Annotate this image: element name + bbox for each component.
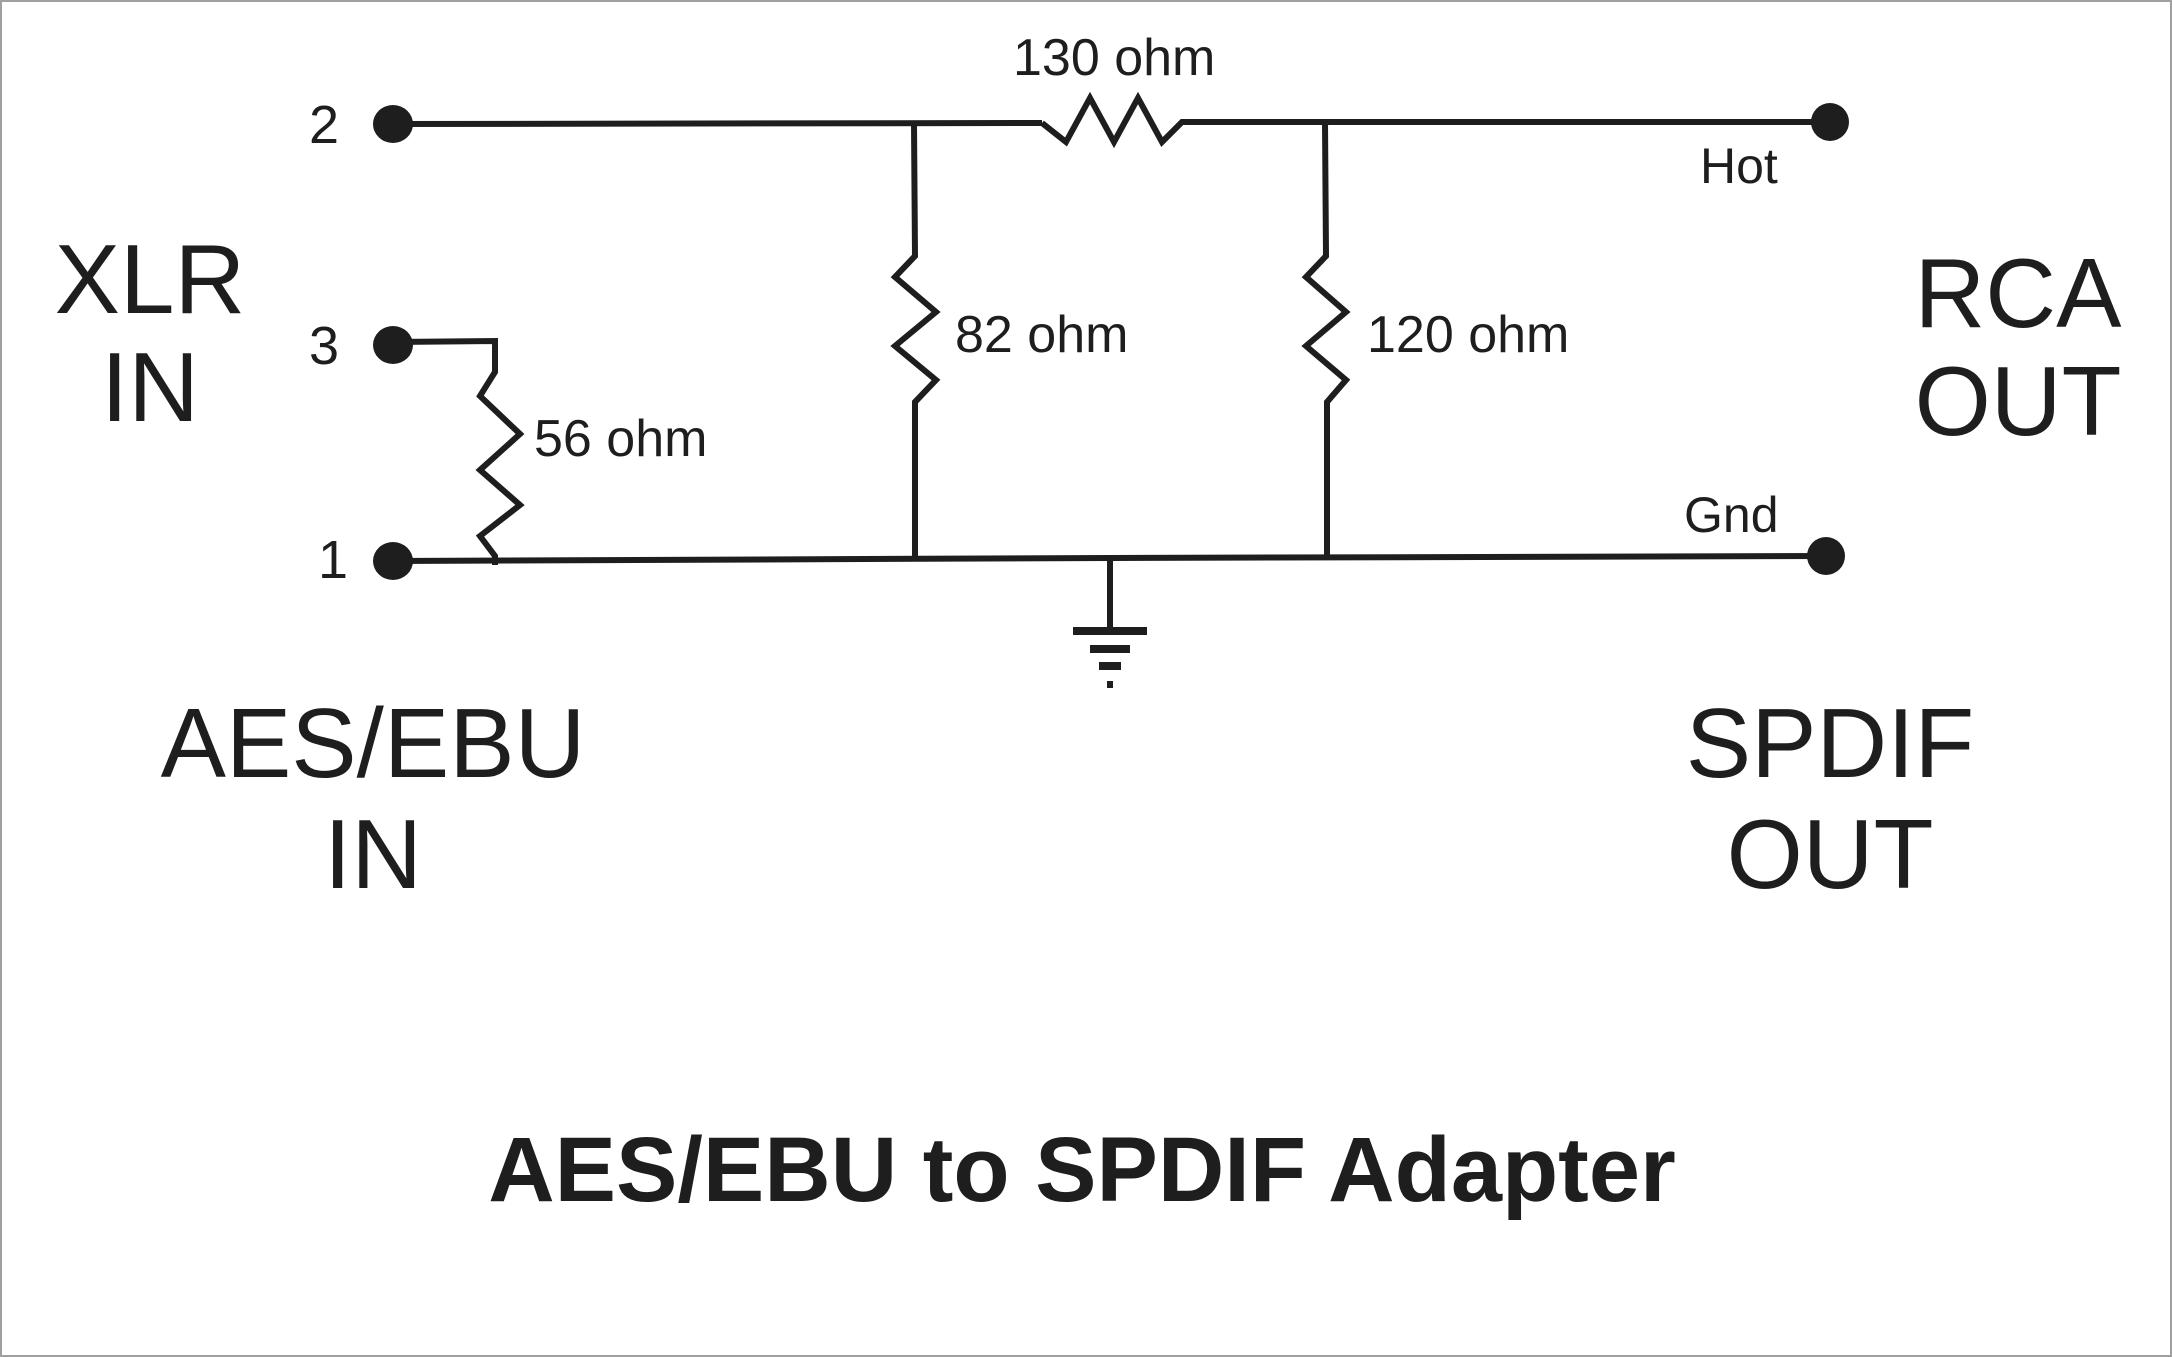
pin2-terminal-dot	[373, 105, 413, 143]
resistor-120-ohm	[1301, 121, 1351, 558]
input-connector-label-line1: XLR	[55, 224, 246, 334]
resistor-130-ohm-label: 130 ohm	[1013, 29, 1215, 87]
resistor-56-ohm	[392, 337, 525, 565]
input-format-label-line1: AES/EBU	[161, 688, 586, 798]
output-connector-label-line1: RCA	[1915, 238, 2123, 348]
hot-label: Hot	[1700, 138, 1778, 194]
pin1-label: 1	[318, 530, 348, 590]
input-format-label-line2: IN	[324, 799, 422, 909]
output-format-label-line1: SPDIF	[1686, 688, 1975, 798]
resistor-130-ohm	[1040, 91, 1230, 149]
ground-icon	[1073, 558, 1147, 688]
pin1-terminal-dot	[373, 542, 413, 580]
gnd-label: Gnd	[1684, 487, 1779, 543]
resistor-82-ohm	[890, 123, 941, 561]
output-format-label-line2: OUT	[1727, 799, 1934, 909]
gnd-terminal-dot	[1807, 537, 1845, 575]
resistor-82-ohm-label: 82 ohm	[955, 306, 1128, 364]
pin3-terminal-dot	[373, 326, 413, 364]
resistor-56-ohm-label: 56 ohm	[534, 410, 707, 468]
resistor-120-ohm-label: 120 ohm	[1367, 306, 1569, 364]
wire-pin2-bus	[392, 120, 1043, 127]
input-connector-label-line2: IN	[101, 332, 199, 442]
pin2-label: 2	[309, 95, 339, 155]
output-connector-label-line2: OUT	[1915, 346, 2122, 456]
diagram-title: AES/EBU to SPDIF Adapter	[488, 1119, 1676, 1221]
hot-terminal-dot	[1811, 103, 1849, 141]
pin3-label: 3	[309, 316, 339, 376]
